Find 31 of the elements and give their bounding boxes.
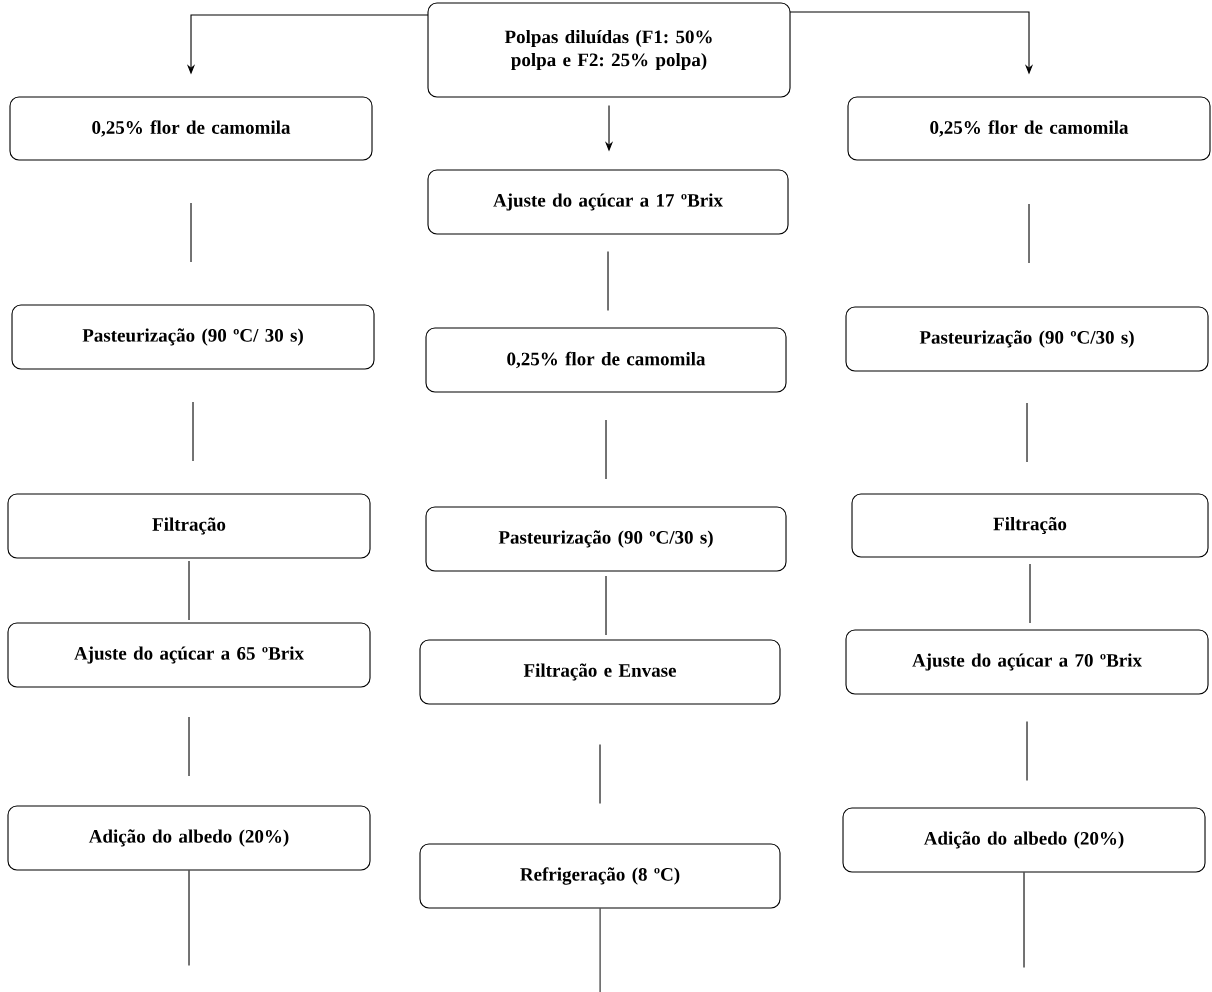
- process-box: Ajuste do açúcar a 70 ºBrix: [845, 629, 1209, 695]
- process-box: Pasteurização (90 ºC/30 s): [845, 306, 1209, 372]
- connector-line: [599, 908, 601, 992]
- process-box: Pasteurização (90 ºC/ 30 s): [11, 304, 375, 370]
- connector-line: [188, 560, 190, 621]
- process-box: Polpas diluídas (F1: 50% polpa e F2: 25% polpa): [427, 2, 791, 98]
- process-box: Filtração: [7, 493, 371, 559]
- connector-line: [1029, 563, 1031, 624]
- connector-line: [188, 716, 190, 777]
- process-box: 0,25% flor de camomila: [425, 327, 787, 393]
- connector-line: [1023, 872, 1025, 969]
- connector-line: [605, 575, 607, 636]
- connector-line: [192, 401, 194, 462]
- connector-line: [188, 870, 190, 967]
- process-box: Filtração: [851, 493, 1209, 558]
- process-box: Refrigeração (8 ºC): [419, 843, 781, 909]
- connector-line: [607, 251, 609, 311]
- process-box: 0,25% flor de camomila: [9, 96, 373, 161]
- connector-line: [190, 202, 192, 263]
- connector-line: [1026, 402, 1028, 463]
- process-box: Adição do albedo (20%): [842, 807, 1206, 873]
- process-box: 0,25% flor de camomila: [847, 96, 1211, 161]
- process-box: Ajuste do açúcar a 65 ºBrix: [7, 622, 371, 688]
- connector-line: [1026, 721, 1028, 781]
- connector-line: [599, 744, 601, 804]
- process-box: Ajuste do açúcar a 17 ºBrix: [427, 169, 789, 235]
- connector-line: [1028, 203, 1030, 264]
- connector-line: [605, 419, 607, 480]
- process-box: Filtração e Envase: [419, 639, 781, 705]
- process-box: Adição do albedo (20%): [7, 805, 371, 871]
- process-box: Pasteurização (90 ºC/30 s): [425, 506, 787, 572]
